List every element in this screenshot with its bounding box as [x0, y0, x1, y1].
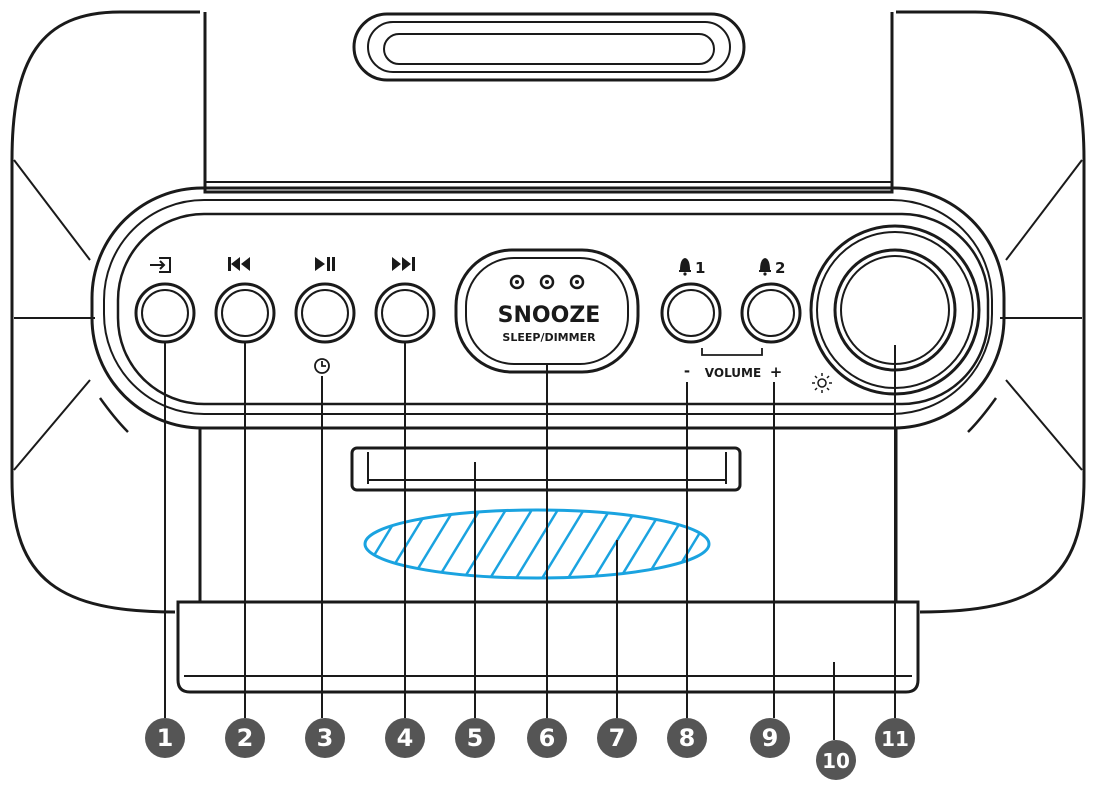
alarm-1-mark: 1 — [695, 259, 705, 277]
callout-8: 8 — [667, 718, 707, 758]
callout-9: 9 — [750, 718, 790, 758]
callout-circle — [145, 718, 185, 758]
callout-1: 1 — [145, 718, 185, 758]
button-previous[interactable] — [214, 282, 276, 344]
callout-number: 11 — [881, 727, 909, 751]
callout-circle — [527, 718, 567, 758]
callout-circle — [225, 718, 265, 758]
callouts: 1 2 3 4 5 6 7 8 9 10 11 — [145, 718, 915, 780]
button-next[interactable] — [374, 282, 436, 344]
callout-5: 5 — [455, 718, 495, 758]
button-play-pause[interactable] — [294, 282, 356, 344]
button-alarm-2[interactable] — [740, 282, 802, 344]
hatch-line — [484, 510, 538, 578]
callout-number: 5 — [467, 724, 484, 752]
callout-number: 1 — [157, 724, 174, 752]
button-alarm-1[interactable] — [660, 282, 722, 344]
alarm-2-mark: 2 — [775, 259, 785, 277]
hatch-line — [562, 510, 616, 578]
left-speaker — [10, 10, 200, 614]
callout-number: 7 — [609, 724, 626, 752]
callout-4: 4 — [385, 718, 425, 758]
input-icon — [150, 257, 171, 273]
callout-circle — [597, 718, 637, 758]
hatch-line — [720, 503, 770, 585]
volume-minus: - — [684, 362, 690, 380]
callout-number: 2 — [237, 724, 254, 752]
volume-label: VOLUME — [705, 366, 761, 380]
button-input[interactable] — [134, 282, 196, 344]
volume-plus: + — [770, 363, 783, 381]
callout-circle — [750, 718, 790, 758]
hatch-line — [458, 510, 512, 578]
callout-11: 11 — [875, 718, 915, 758]
bell-icon-2 — [759, 258, 771, 276]
right-speaker — [896, 10, 1086, 614]
hatch-line — [746, 503, 796, 585]
sun-icon — [812, 373, 832, 393]
snooze-sublabel: SLEEP/DIMMER — [502, 331, 596, 344]
play-pause-icon — [315, 257, 335, 271]
previous-icon — [228, 257, 250, 271]
callout-10: 10 — [816, 740, 856, 780]
sensor-area — [363, 503, 796, 585]
callout-circle — [667, 718, 707, 758]
callout-number: 10 — [822, 749, 850, 773]
clock-icon — [314, 358, 330, 374]
callout-circle — [385, 718, 425, 758]
callout-circle — [875, 718, 915, 758]
snooze-label: SNOOZE — [498, 303, 601, 328]
callout-7: 7 — [597, 718, 637, 758]
callout-number: 4 — [397, 724, 414, 752]
leader-lines — [164, 342, 896, 740]
callout-2: 2 — [225, 718, 265, 758]
callout-3: 3 — [305, 718, 345, 758]
callout-circle — [305, 718, 345, 758]
callout-number: 8 — [679, 724, 696, 752]
hatch-line — [588, 510, 642, 578]
callout-6: 6 — [527, 718, 567, 758]
bell-icon-1 — [679, 258, 691, 276]
snooze-button[interactable]: SNOOZE SLEEP/DIMMER — [454, 248, 640, 374]
callout-number: 6 — [539, 724, 556, 752]
callout-number: 9 — [762, 724, 779, 752]
callout-circle — [455, 718, 495, 758]
callout-number: 3 — [317, 724, 334, 752]
top-dock — [203, 12, 894, 194]
next-icon — [392, 257, 415, 271]
callout-circle — [816, 740, 856, 780]
hatch-line — [510, 510, 564, 578]
volume-bracket — [701, 348, 763, 356]
